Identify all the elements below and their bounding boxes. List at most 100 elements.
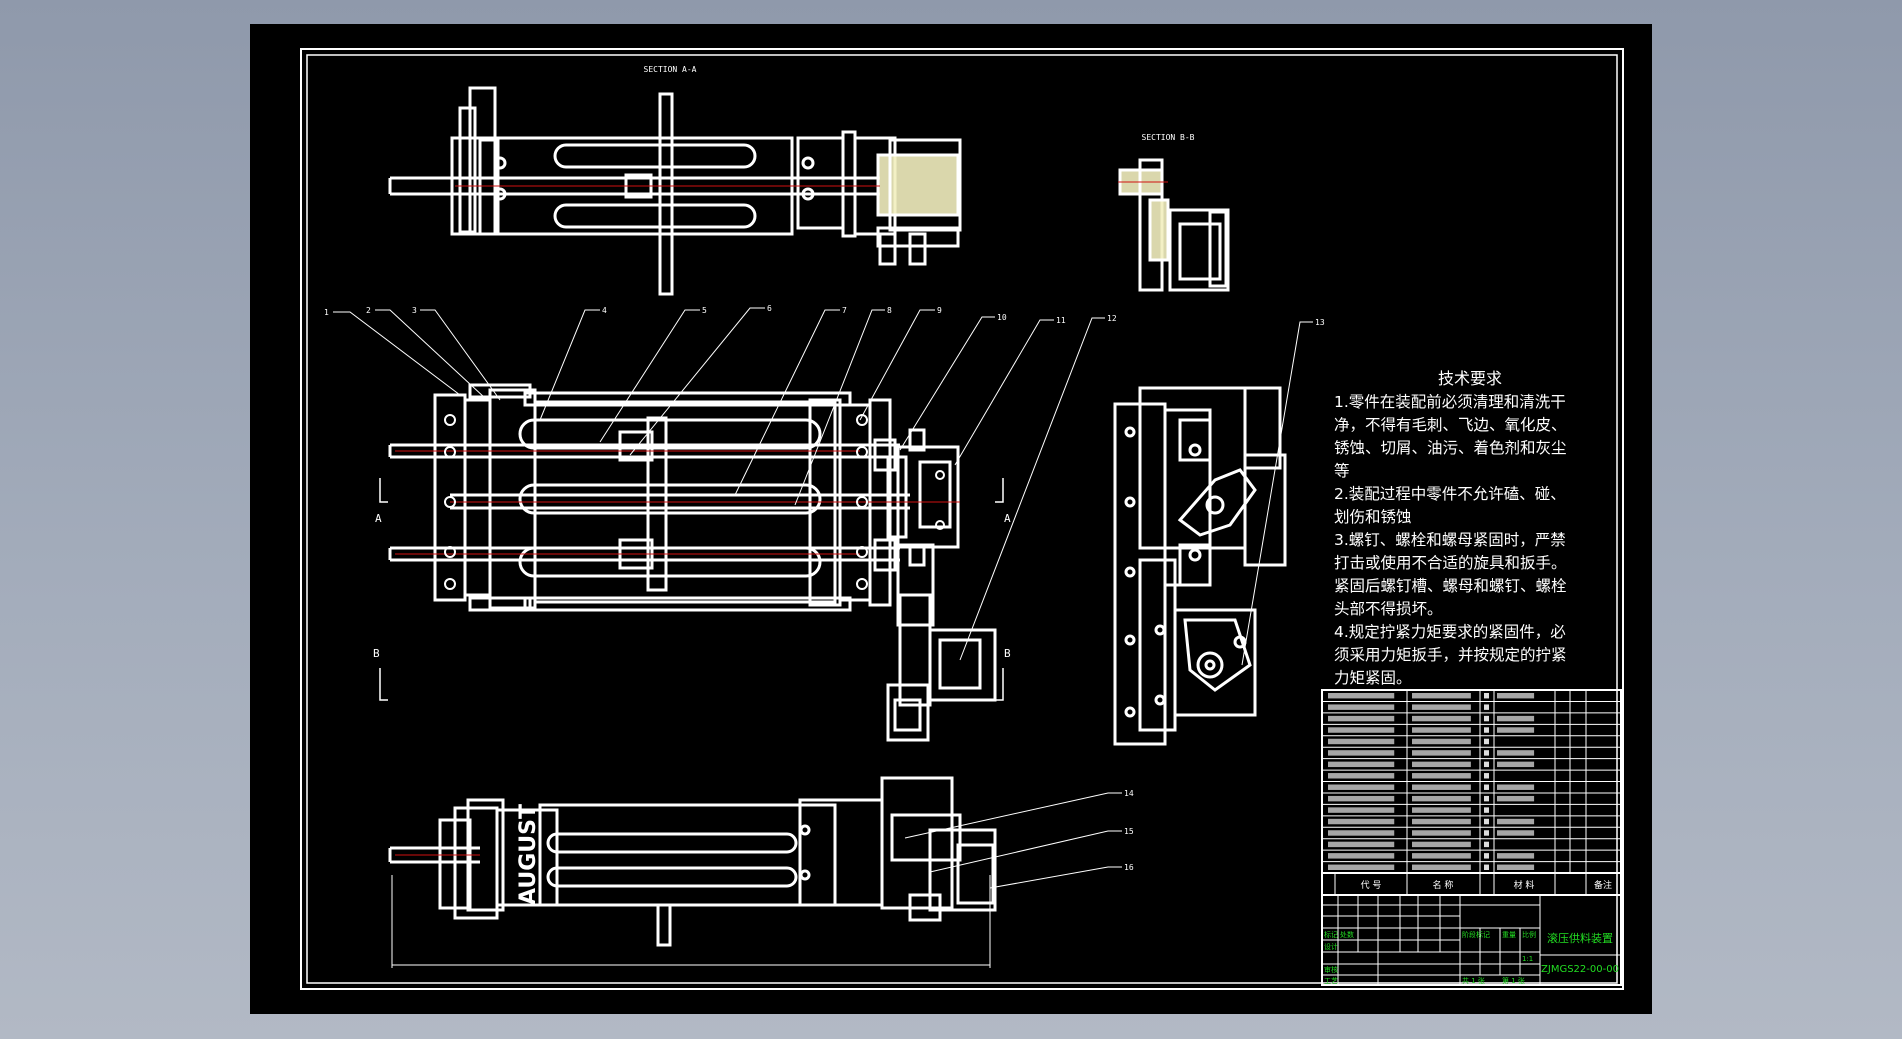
parts-cell-text-mark: [1328, 761, 1395, 768]
parts-cell-text-mark: [1412, 864, 1471, 870]
parts-cell-text-mark: [1412, 784, 1471, 790]
parts-cell-text-mark: [1328, 784, 1395, 790]
balloon-4: 4: [602, 306, 607, 315]
balloon-16: 16: [1124, 863, 1134, 872]
parts-cell-text-mark: [1497, 818, 1535, 825]
balloon-14: 14: [1124, 789, 1134, 798]
parts-qty-mark: [1484, 818, 1489, 825]
section-marker-a-left: A: [375, 512, 382, 525]
section-aa-title: SECTION A-A: [644, 65, 697, 74]
requirement-line: 锈蚀、切屑、油污、着色剂和灰尘: [1334, 439, 1567, 457]
requirement-line: 须采用力矩扳手，并按规定的拧紧: [1334, 645, 1567, 664]
requirement-line: 划伤和锈蚀: [1334, 508, 1412, 526]
section-marker-b-left: B: [373, 647, 380, 660]
parts-cell-text-mark: [1412, 761, 1471, 768]
drawing-name: 滚压供料装置: [1547, 931, 1613, 945]
parts-cell-text-mark: [1412, 853, 1471, 859]
balloon-15: 15: [1124, 827, 1134, 836]
balloon-labels: 1 2 3 4 5 6 7 8 9 10 11 12 13 14 15 16: [324, 304, 1325, 872]
title-label-weight: 重量: [1502, 931, 1516, 939]
parts-cell-text-mark: [1328, 807, 1395, 813]
parts-cell-text-mark: [1412, 841, 1471, 848]
title-label-designer: 设计: [1324, 942, 1338, 951]
parts-cell-text-mark: [1412, 715, 1471, 722]
parts-qty-mark: [1484, 841, 1489, 848]
section-marker-a-right: A: [1004, 512, 1011, 525]
balloon-6: 6: [767, 304, 772, 313]
technical-requirements: 技术要求 1.零件在装配前必须清理和清洗干 净，不得有毛刺、飞边、氧化皮、 锈蚀…: [1334, 369, 1567, 687]
requirement-line: 1.零件在装配前必须清理和清洗干: [1334, 393, 1566, 411]
parts-qty-mark: [1484, 773, 1489, 779]
title-label-scale: 比例: [1522, 930, 1536, 939]
parts-cell-text-mark: [1328, 864, 1395, 870]
requirement-line: 头部不得损坏。: [1334, 600, 1443, 618]
balloon-1: 1: [324, 308, 329, 317]
title-sheet-total: 共 1 张: [1462, 976, 1485, 985]
parts-cell-text-mark: [1497, 715, 1535, 722]
requirement-line: 4.规定拧紧力矩要求的紧固件，必: [1334, 623, 1566, 641]
requirement-line: 力矩紧固。: [1334, 669, 1412, 687]
parts-cell-text-mark: [1412, 795, 1471, 802]
main-assembly-view: [379, 383, 1004, 742]
parts-cell-text-mark: [1328, 773, 1395, 779]
balloon-2: 2: [366, 306, 371, 315]
parts-cell-text-mark: [1497, 853, 1535, 859]
parts-cell-text-mark: [1412, 830, 1471, 836]
requirement-line: 打击或使用不合适的旋具和扳手。: [1334, 553, 1567, 572]
title-scale-value: 1:1: [1522, 955, 1533, 963]
balloon-5: 5: [702, 306, 707, 315]
parts-qty-mark: [1484, 807, 1489, 813]
parts-qty-mark: [1484, 864, 1489, 870]
inner-border: [306, 54, 1618, 984]
parts-qty-mark: [1484, 761, 1489, 768]
title-block: 标记 处数 设计 审核 工艺 阶段标记 重量 比例 1:1 共 1 张 第 1 …: [1321, 894, 1622, 986]
balloon-10: 10: [997, 313, 1007, 322]
parts-cell-text-mark: [1328, 704, 1395, 710]
balloon-9: 9: [937, 306, 942, 315]
parts-cell-text-mark: [1497, 750, 1535, 756]
outer-border: [300, 48, 1624, 990]
section-bb-view: SECTION B-B: [1118, 133, 1230, 292]
section-bb-title: SECTION B-B: [1142, 133, 1195, 142]
parts-cell-text-mark: [1412, 693, 1471, 699]
requirement-line: 紧固后螺钉槽、螺母和螺钉、螺栓: [1334, 577, 1567, 595]
title-label-approver: 工艺: [1324, 977, 1338, 985]
bottom-dimension: [391, 875, 991, 968]
header-name: 名 称: [1433, 879, 1454, 891]
parts-qty-mark: [1484, 704, 1489, 710]
brand-text: AUGUST: [516, 804, 541, 905]
parts-qty-mark: [1484, 715, 1489, 722]
parts-cell-text-mark: [1328, 795, 1395, 802]
requirement-line: 3.螺钉、螺栓和螺母紧固时，严禁: [1334, 531, 1566, 549]
section-marker-b-right: B: [1004, 647, 1011, 660]
header-material: 材 料: [1514, 879, 1535, 891]
title-label-stage: 阶段标记: [1462, 930, 1490, 939]
parts-cell-text-mark: [1497, 761, 1535, 768]
balloon-12: 12: [1107, 314, 1117, 323]
side-view: [1113, 386, 1287, 746]
top-view-section-aa: SECTION A-A: [388, 65, 962, 296]
parts-qty-mark: [1484, 830, 1489, 836]
parts-cell-text-mark: [1328, 750, 1395, 756]
leader-lines: [333, 307, 1313, 889]
parts-cell-text-mark: [1412, 704, 1471, 710]
parts-cell-text-mark: [1328, 727, 1395, 733]
bottom-view: [388, 776, 997, 947]
parts-cell-text-mark: [1328, 715, 1395, 722]
parts-cell-text-mark: [1412, 818, 1471, 825]
title-sheet-index: 第 1 张: [1502, 976, 1525, 985]
requirement-line: 等: [1334, 462, 1350, 480]
requirement-line: 净，不得有毛刺、飞边、氧化皮、: [1334, 416, 1567, 434]
parts-cell-text-mark: [1497, 693, 1535, 699]
parts-cell-text-mark: [1497, 784, 1535, 790]
drawing-number: ZJMGS22-00-00: [1541, 964, 1619, 975]
header-code: 代 号: [1361, 880, 1382, 891]
title-label-count: 处数: [1340, 930, 1354, 939]
parts-cell-text-mark: [1328, 841, 1395, 848]
parts-cell-text-mark: [1328, 738, 1395, 745]
parts-qty-mark: [1484, 750, 1489, 756]
parts-list-table: 代 号 名 称 材 料 备注: [1321, 689, 1622, 896]
balloon-8: 8: [887, 306, 892, 315]
parts-cell-text-mark: [1328, 830, 1395, 836]
